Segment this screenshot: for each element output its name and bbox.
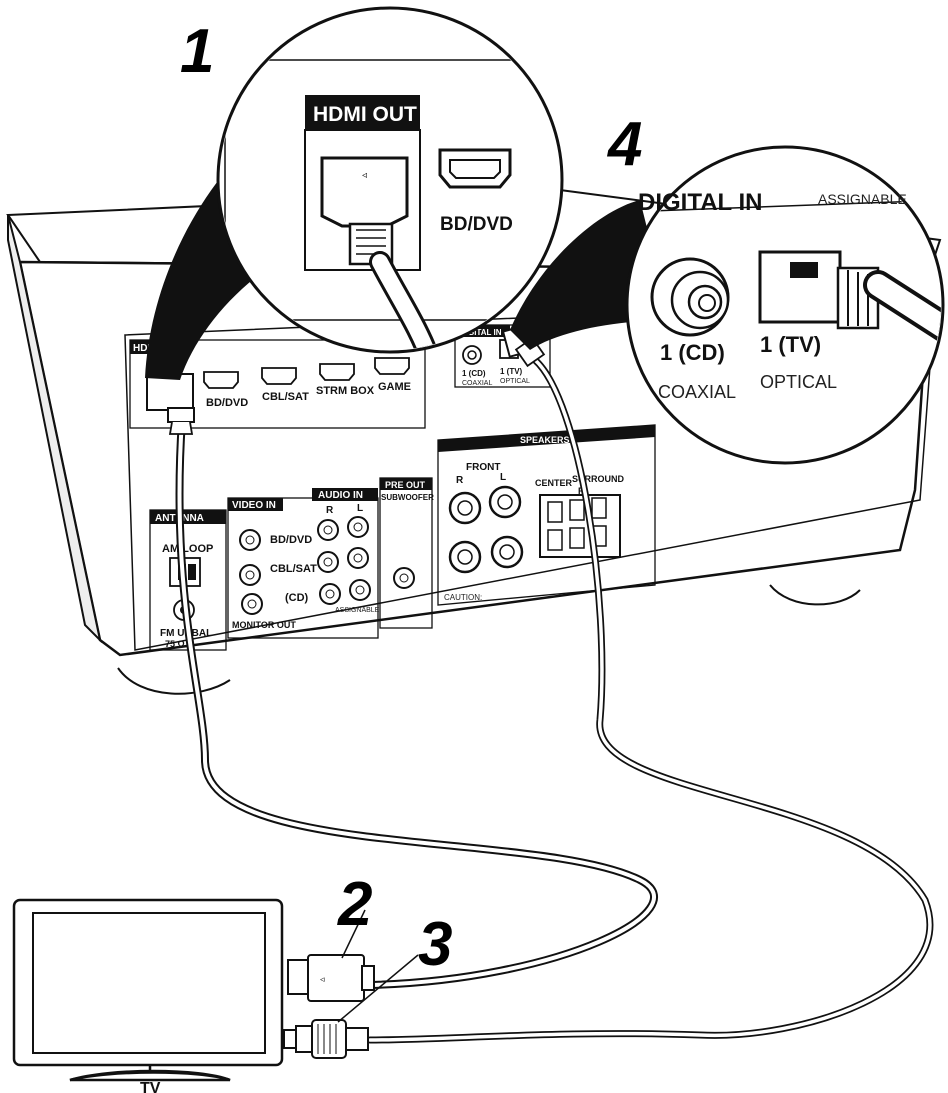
step-number-4: 4 <box>606 110 642 179</box>
speakers-label: SPEAKERS <box>520 435 570 445</box>
av-row-label-1: CBL/SAT <box>270 563 317 575</box>
hdmi-port-strm-box[interactable] <box>319 363 355 381</box>
panel-coaxial-tag: 1 (CD) <box>462 369 486 378</box>
monitor-out-label: MONITOR OUT <box>232 620 296 630</box>
hdmi-input-label-3: GAME <box>378 381 411 393</box>
hdmi-port-bd-dvd[interactable] <box>203 371 239 389</box>
video-in-label: VIDEO IN <box>232 500 276 511</box>
av-in-section: VIDEO IN AUDIO IN R L BD/DVD CBL/SAT (CD… <box>227 488 380 639</box>
zoom-assignable-label: ASSIGNABLE <box>818 191 907 207</box>
am-loop-label: AM LOOP <box>162 543 213 555</box>
zoom-optical-tag: 1 (TV) <box>760 332 821 357</box>
rca-jack[interactable] <box>239 564 261 586</box>
av-assignable-label: ASSIGNABLE <box>335 607 380 614</box>
step-number-2: 2 <box>337 870 372 939</box>
audio-in-label: AUDIO IN <box>318 490 363 501</box>
hdmi-plug-receiver <box>146 373 195 435</box>
hdmi-input-label-1: CBL/SAT <box>262 391 309 403</box>
panel-optical-tag: 1 (TV) <box>500 367 523 376</box>
tv-label: TV <box>140 1080 161 1093</box>
speaker-terminal[interactable] <box>490 535 524 569</box>
hdmi-cable <box>175 416 658 989</box>
zoom-coaxial-jack <box>650 257 730 337</box>
step-number-3: 3 <box>418 910 452 979</box>
rca-jack[interactable] <box>347 547 369 569</box>
speaker-terminal[interactable] <box>448 540 482 574</box>
step-3-leader <box>337 954 419 1023</box>
rca-jack[interactable] <box>241 593 263 615</box>
av-row-label-0: BD/DVD <box>270 534 312 546</box>
rca-jack[interactable] <box>347 516 369 538</box>
rca-jack[interactable] <box>317 551 339 573</box>
subwoofer-jack[interactable] <box>393 567 415 589</box>
rca-jack[interactable] <box>239 529 261 551</box>
step-2-leader <box>341 909 366 959</box>
speaker-terminal[interactable] <box>488 485 522 519</box>
hdmi-plug-tv: ◃ <box>287 954 375 1002</box>
front-l-label: L <box>500 472 506 483</box>
av-row-label-2: (CD) <box>285 592 309 604</box>
optical-cable <box>366 356 934 1044</box>
zoom-callout-hdmi: ◃ HDMI OUT BD/DVD <box>145 6 564 380</box>
zoom-hdmi-port-bd-dvd <box>438 148 512 189</box>
hdmi-input-label-0: BD/DVD <box>206 397 248 409</box>
panel-optical-label: OPTICAL <box>500 378 530 385</box>
pre-out-section: PRE OUT SUBWOOFER <box>379 477 434 629</box>
zoom-optical-plug <box>758 250 941 345</box>
hdmi-port-game[interactable] <box>374 357 410 375</box>
hdmi-input-label-2: STRM BOX <box>316 385 375 397</box>
front-label: FRONT <box>466 462 500 473</box>
panel-digital-in-label: DIGITAL IN <box>460 328 502 337</box>
surround-label: SURROUND <box>572 474 625 484</box>
caution-label: CAUTION: <box>444 593 482 602</box>
front-r-label: R <box>456 475 464 486</box>
rca-jack[interactable] <box>349 579 371 601</box>
zoom-callout-digital: DIGITAL IN ASSIGNABLE 1 (CD) 1 (TV) COAX… <box>510 145 945 465</box>
pre-out-label: PRE OUT <box>385 480 426 490</box>
center-label: CENTER <box>535 478 573 488</box>
zoom-digital-in-title: DIGITAL IN <box>638 189 762 216</box>
zoom-coaxial-label: COAXIAL <box>658 382 736 402</box>
spring-terminal-block[interactable] <box>539 494 621 558</box>
step-number-1: 1 <box>180 17 214 86</box>
audio-r-label: R <box>326 505 334 516</box>
svg-text:◃: ◃ <box>320 974 325 984</box>
zoom-hdmi-out-label: HDMI OUT <box>313 103 417 126</box>
subwoofer-label: SUBWOOFER <box>381 493 434 502</box>
optical-plug-tv <box>283 1019 369 1059</box>
rca-jack[interactable] <box>319 583 341 605</box>
zoom-bd-dvd-label: BD/DVD <box>440 214 513 235</box>
audio-l-label: L <box>357 503 363 514</box>
zoom-coaxial-tag: 1 (CD) <box>660 340 725 365</box>
fm-ohm-label: 75 Ω <box>165 639 185 649</box>
tv-icon <box>12 898 284 1082</box>
zoom-hdmi-plug: ◃ <box>320 156 441 350</box>
zoom-optical-label: OPTICAL <box>760 372 837 392</box>
panel-coaxial-label: COAXIAL <box>462 380 492 387</box>
speakers-section: SPEAKERS FRONT R L CENTER SURROUND R CAU… <box>437 424 656 606</box>
rca-jack[interactable] <box>317 519 339 541</box>
hdmi-port-cbl-sat[interactable] <box>261 367 297 385</box>
speaker-terminal[interactable] <box>448 491 482 525</box>
panel-coaxial-jack[interactable] <box>462 345 482 365</box>
svg-text:◃: ◃ <box>362 170 367 181</box>
